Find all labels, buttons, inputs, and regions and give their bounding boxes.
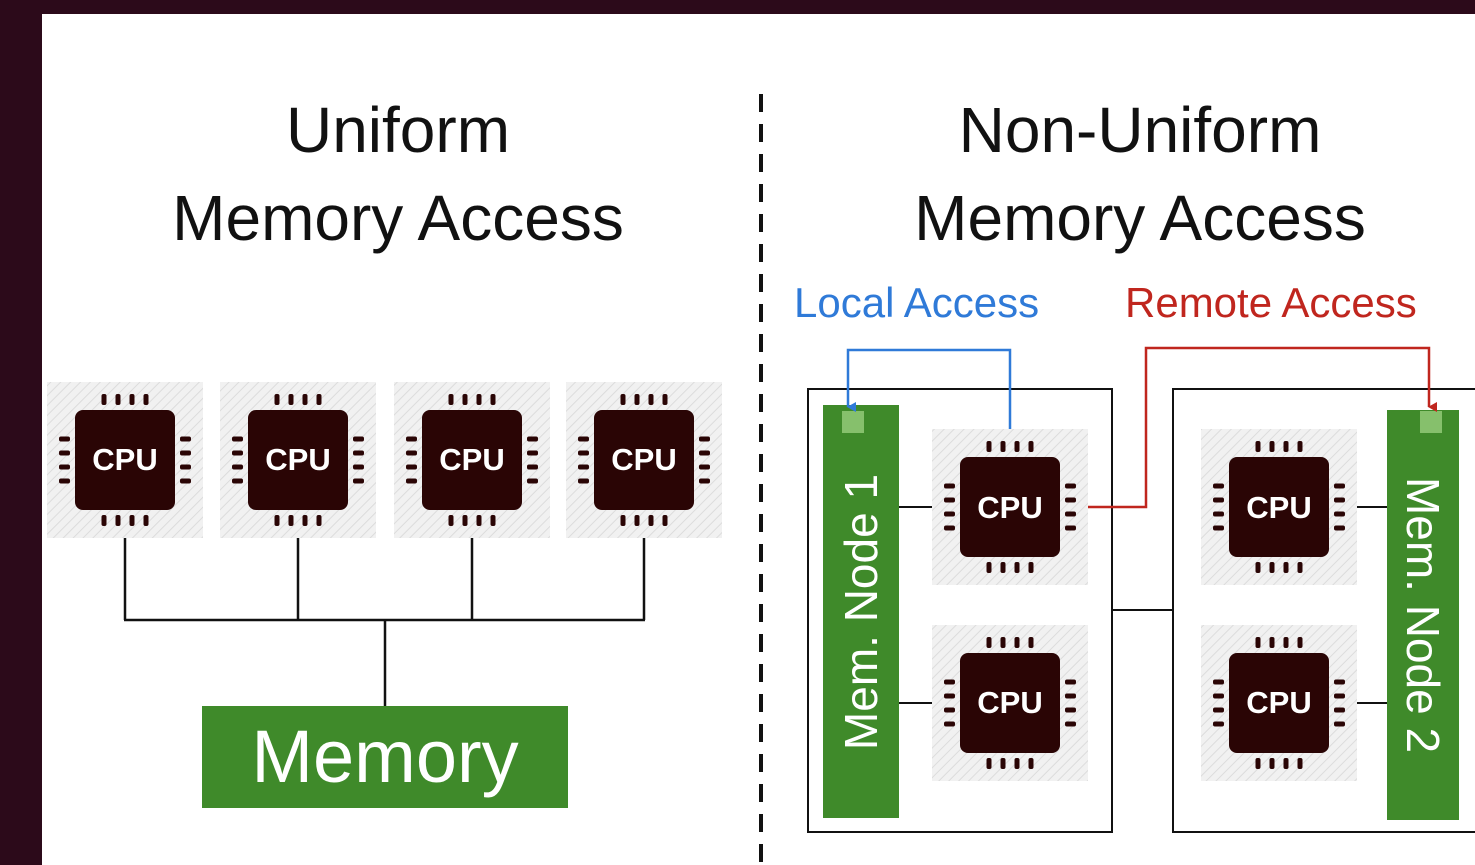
numa-node2-cpu-label-bottom: CPU	[1246, 685, 1312, 720]
numa-node2-cpu-chip-top	[1201, 429, 1357, 585]
uma-cpu-chip-3	[394, 382, 550, 538]
mem-node2-bar	[1387, 410, 1459, 820]
numa-node1-cpu-chip-top	[932, 429, 1088, 585]
numa-title-line2: Memory Access	[914, 182, 1366, 254]
uma-cpu-chip-4	[566, 382, 722, 538]
numa-diagram: Uniform Memory Access Non-Uniform Memory…	[42, 14, 1475, 865]
uma-cpu-chip-2	[220, 382, 376, 538]
local-access-arrow	[846, 348, 1012, 432]
numa-node2-cpu-label-top: CPU	[1246, 490, 1312, 525]
uma-bus	[123, 534, 646, 706]
numa-node1-cpu-label-bottom: CPU	[977, 685, 1043, 720]
mem-node2-port	[1420, 411, 1442, 433]
uma-cpu-label-2: CPU	[265, 442, 331, 477]
mem-node2-label: Mem. Node 2	[1397, 476, 1449, 754]
uma-cpu-chip-1	[47, 382, 203, 538]
uma-memory-label: Memory	[251, 715, 519, 798]
mem-node1-port	[842, 411, 864, 433]
uma-memory-block	[202, 706, 568, 808]
numa-node2-cpu-chip-bottom	[1201, 625, 1357, 781]
uma-cpu-label-1: CPU	[92, 442, 158, 477]
mem-node1-label: Mem. Node 1	[835, 473, 887, 751]
remote-access-label: Remote Access	[1125, 279, 1417, 326]
uma-cpu-label-3: CPU	[439, 442, 505, 477]
local-access-label: Local Access	[794, 279, 1040, 326]
diagram-canvas	[47, 94, 1475, 865]
uma-cpu-label-4: CPU	[611, 442, 677, 477]
numa-title-line1: Non-Uniform	[958, 94, 1322, 166]
remote-access-arrow	[1086, 346, 1437, 509]
numa-node1-cpu-chip-bottom	[932, 625, 1088, 781]
uma-title-line1: Uniform	[285, 94, 511, 166]
numa-node1-cpu-label-top: CPU	[977, 490, 1043, 525]
cpu-memory-links	[899, 506, 1387, 704]
uma-title-line2: Memory Access	[172, 182, 624, 254]
mem-node1-bar	[823, 405, 899, 818]
cpu-chips	[47, 382, 1357, 781]
